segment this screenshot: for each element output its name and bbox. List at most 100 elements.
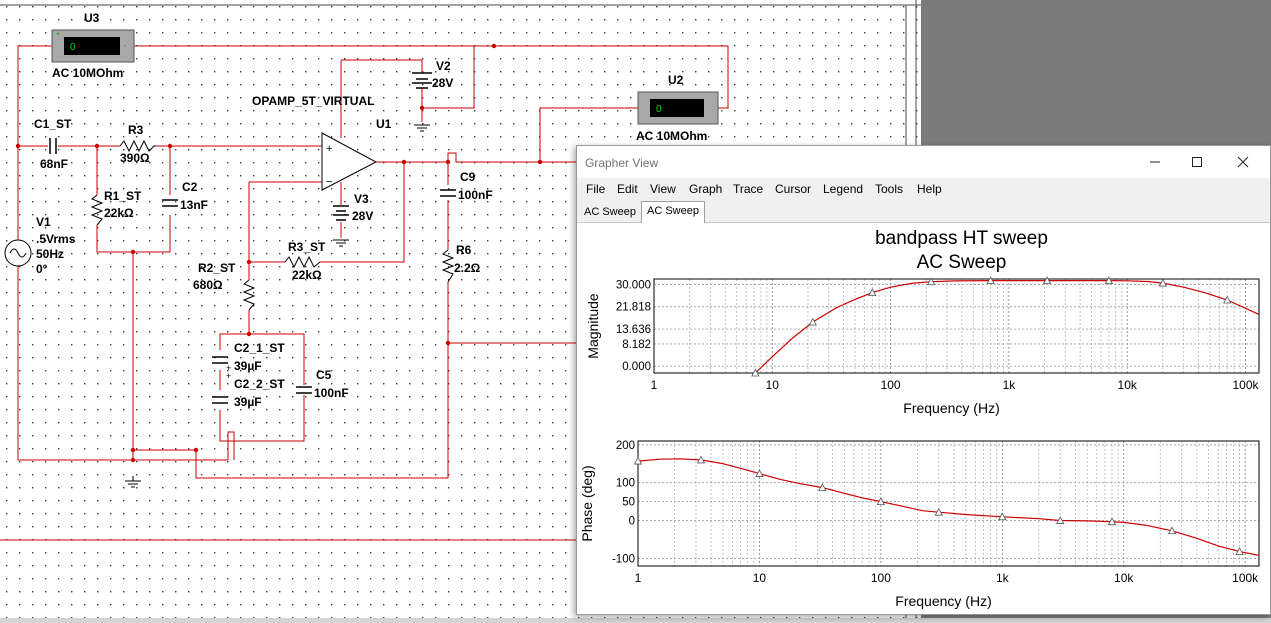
svg-text:+: + xyxy=(56,31,60,38)
r3st-ref: R3_ST xyxy=(288,240,326,254)
x-tick-label: 10 xyxy=(753,571,767,585)
menu-cursor[interactable]: Cursor xyxy=(775,182,812,196)
multimeter-u2[interactable]: 0 xyxy=(637,91,719,125)
capacitor-c2[interactable] xyxy=(162,199,178,207)
resistor-r6[interactable] xyxy=(441,249,455,283)
r3st-value: 22kΩ xyxy=(292,268,322,282)
series-marker xyxy=(751,368,760,377)
maximize-button[interactable] xyxy=(1177,150,1217,174)
menu-legend[interactable]: Legend xyxy=(823,182,864,196)
menu-view[interactable]: View xyxy=(650,182,676,196)
junctions xyxy=(15,43,543,463)
resistor-r2[interactable] xyxy=(242,279,256,311)
capacitor-c2-2[interactable] xyxy=(212,396,228,404)
chart-subtitle: AC Sweep xyxy=(917,252,1007,273)
svg-text:+: + xyxy=(226,363,231,373)
y-axis-label: Phase (deg) xyxy=(579,465,595,541)
r1-ref: R1_ST xyxy=(104,189,142,203)
tab-ac-sweep-2[interactable]: AC Sweep xyxy=(641,201,705,223)
series-line xyxy=(637,458,1260,556)
y-tick-label: 8.182 xyxy=(622,339,651,351)
minimize-icon xyxy=(1150,161,1160,163)
v1-phase: 0° xyxy=(36,262,48,276)
r1-value: 22kΩ xyxy=(104,206,134,220)
svg-text:−: − xyxy=(326,176,332,188)
maximize-icon xyxy=(1192,157,1202,167)
r6-ref: R6 xyxy=(456,243,472,257)
menu-trace[interactable]: Trace xyxy=(733,182,764,196)
tab-bar: AC Sweep AC Sweep xyxy=(577,200,1270,223)
resistor-r1[interactable] xyxy=(90,194,104,226)
series-marker xyxy=(633,456,643,465)
meter-label: AC 10MOhm xyxy=(52,66,123,80)
capacitor-c5[interactable] xyxy=(296,386,312,394)
tab-ac-sweep-1[interactable]: AC Sweep xyxy=(579,203,641,221)
menu-edit[interactable]: Edit xyxy=(617,182,638,196)
dc-source-v3[interactable] xyxy=(333,205,349,221)
close-button[interactable] xyxy=(1223,150,1263,174)
r3-ref: R3 xyxy=(128,123,144,137)
x-tick-label: 10 xyxy=(766,378,780,392)
dc-source-v2[interactable] xyxy=(412,72,432,89)
series-marker xyxy=(868,288,877,297)
y-tick-label: 200 xyxy=(616,440,635,452)
svg-text:-: - xyxy=(124,43,127,50)
x-tick-label: 10k xyxy=(1114,571,1134,585)
c5-value: 100nF xyxy=(314,386,349,400)
r3-value: 390Ω xyxy=(120,151,150,165)
meter-label: AC 10MOhm xyxy=(636,129,707,143)
series-marker xyxy=(934,507,943,516)
c2-ref: C2 xyxy=(182,180,198,194)
multimeter-u3[interactable]: 0 + - xyxy=(51,29,135,63)
y-tick-label: 50 xyxy=(622,497,635,509)
minimize-button[interactable] xyxy=(1135,150,1175,174)
menu-tools[interactable]: Tools xyxy=(875,182,904,196)
capacitor-c1[interactable] xyxy=(49,138,57,154)
series-marker xyxy=(986,276,995,285)
resistor-r3[interactable] xyxy=(119,139,156,153)
menu-graph[interactable]: Graph xyxy=(689,182,723,196)
menu-file[interactable]: File xyxy=(586,182,606,196)
series-marker xyxy=(1042,276,1052,285)
r2-value: 680Ω xyxy=(193,278,223,292)
r6-value: 2.2Ω xyxy=(454,261,481,275)
v3-value: 28V xyxy=(352,209,373,223)
meter-ref: U3 xyxy=(84,11,100,25)
c21-ref: C2_1_ST xyxy=(234,341,285,355)
x-tick-label: 100k xyxy=(1233,378,1260,392)
c9-ref: C9 xyxy=(460,170,476,184)
ac-source-v1[interactable] xyxy=(4,239,32,267)
r2-ref: R2_ST xyxy=(198,261,236,275)
x-tick-label: 10k xyxy=(1118,378,1138,392)
svg-text:+: + xyxy=(226,371,231,381)
v2-ref: V2 xyxy=(436,59,451,73)
c1-value: 68nF xyxy=(40,157,68,171)
series-marker xyxy=(1223,295,1232,304)
capacitor-c9[interactable] xyxy=(440,189,456,197)
v1-ref: V1 xyxy=(36,215,51,229)
series-marker xyxy=(755,469,764,477)
v2-value: 28V xyxy=(432,76,453,90)
grapher-window[interactable]: Grapher View File Edit View Graph Trace … xyxy=(576,145,1271,615)
x-tick-label: 100 xyxy=(871,571,891,585)
status-bar xyxy=(0,618,1271,623)
desktop-background xyxy=(921,0,1271,145)
y-axis-label: Magnitude xyxy=(585,293,601,359)
y-tick-label: 13.636 xyxy=(616,324,651,336)
meter-reading: 0 xyxy=(70,42,76,53)
series-marker xyxy=(818,483,827,491)
series-marker xyxy=(926,277,936,286)
resistor-r3st[interactable] xyxy=(284,255,321,269)
opamp-u1[interactable]: + − xyxy=(321,132,378,191)
opamp-ref: U1 xyxy=(376,117,392,131)
menu-help[interactable]: Help xyxy=(917,182,942,196)
series-marker xyxy=(696,455,706,464)
series-marker xyxy=(876,497,886,506)
window-title: Grapher View xyxy=(585,156,659,170)
series-marker xyxy=(1235,547,1244,556)
capacitor-c2-1[interactable] xyxy=(212,356,228,364)
x-tick-label: 1k xyxy=(996,571,1010,585)
y-tick-label: 21.818 xyxy=(616,302,651,314)
window-titlebar[interactable]: Grapher View xyxy=(577,146,1270,178)
